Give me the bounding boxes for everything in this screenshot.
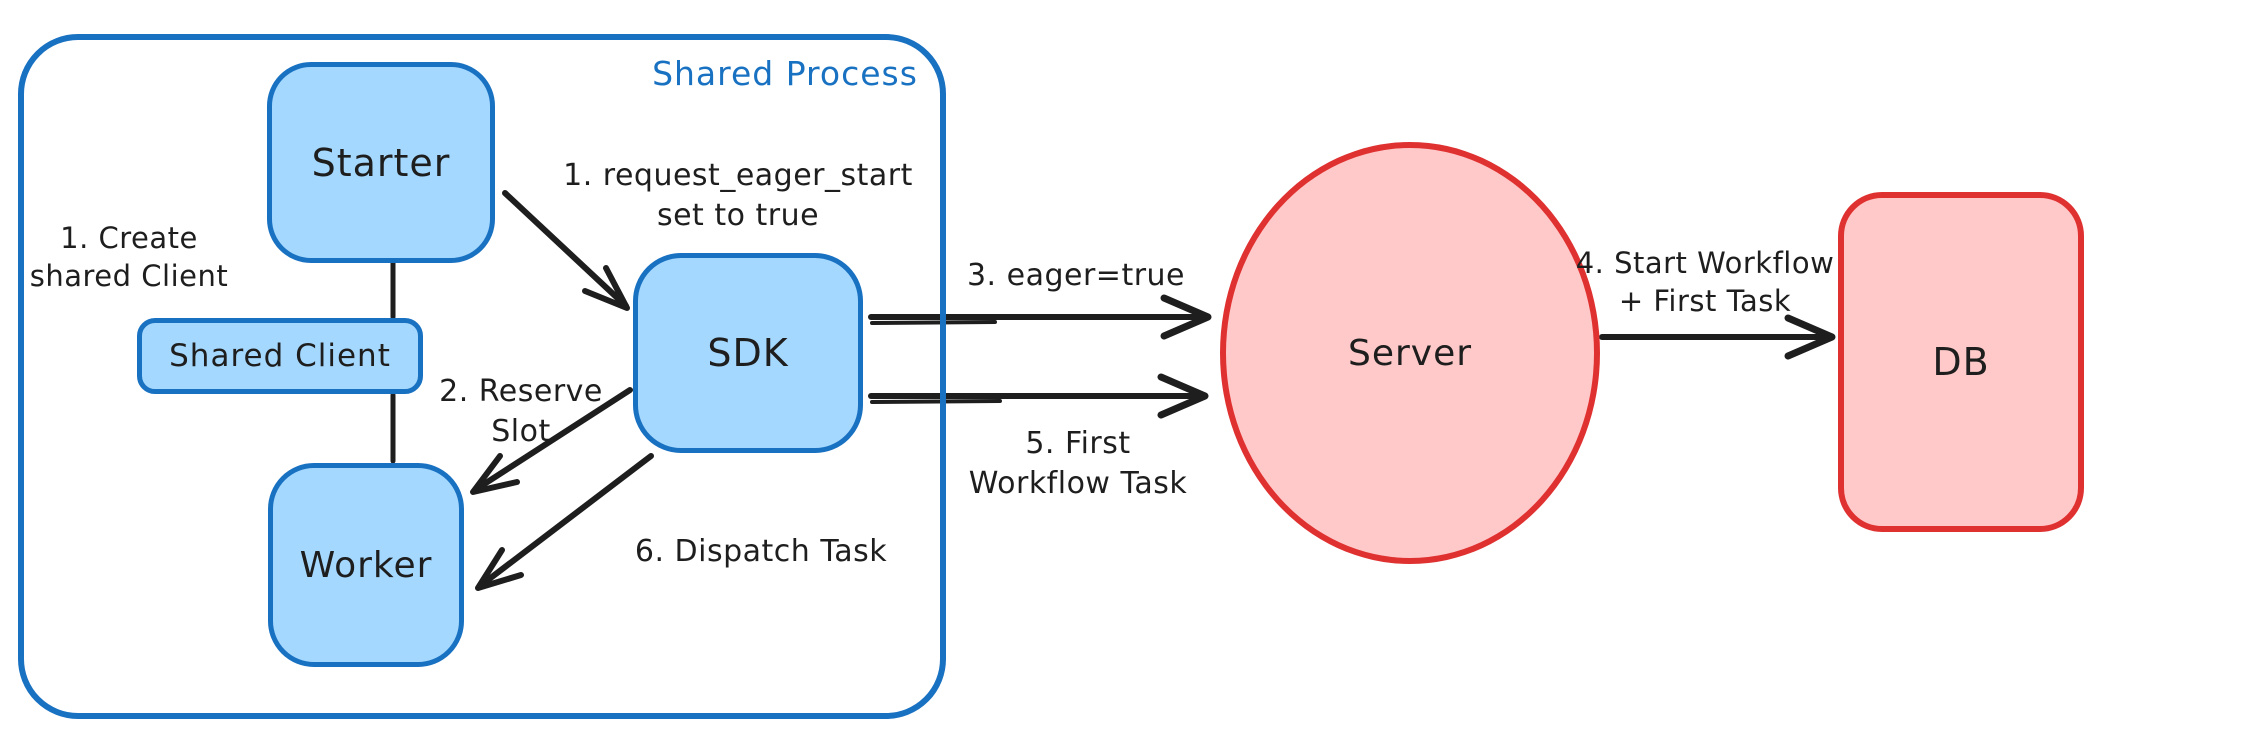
annotation-dispatch-task: 6. Dispatch Task — [634, 534, 888, 569]
arrow-server-db — [1599, 314, 1836, 360]
node-worker-label: Worker — [299, 544, 433, 586]
node-server: Server — [1220, 142, 1600, 564]
annotation-start-workflow-first-task: 4. Start Workflow + First Task — [1575, 246, 1835, 319]
annotation-request-eager-start: 1. request_eager_start set to true — [563, 158, 913, 233]
node-starter-label: Starter — [311, 140, 451, 185]
node-db: DB — [1838, 192, 2084, 532]
shared-process-label: Shared Process — [652, 54, 918, 93]
node-worker: Worker — [268, 463, 464, 667]
shared-process-container — [18, 34, 946, 719]
annotation-eager-true: 3. eager=true — [966, 258, 1186, 293]
node-server-label: Server — [1347, 332, 1473, 374]
annotation-reserve-slot: 2. Reserve Slot — [439, 374, 603, 449]
node-shared-client: Shared Client — [137, 318, 423, 394]
node-shared-client-label: Shared Client — [169, 338, 391, 374]
annotation-create-shared-client: 1. Create shared Client — [29, 221, 229, 294]
node-sdk-label: SDK — [707, 331, 789, 375]
annotation-first-workflow-task: 5. First Workflow Task — [968, 426, 1188, 501]
node-db-label: DB — [1932, 340, 1990, 384]
node-starter: Starter — [267, 62, 495, 263]
node-sdk: SDK — [633, 253, 863, 453]
